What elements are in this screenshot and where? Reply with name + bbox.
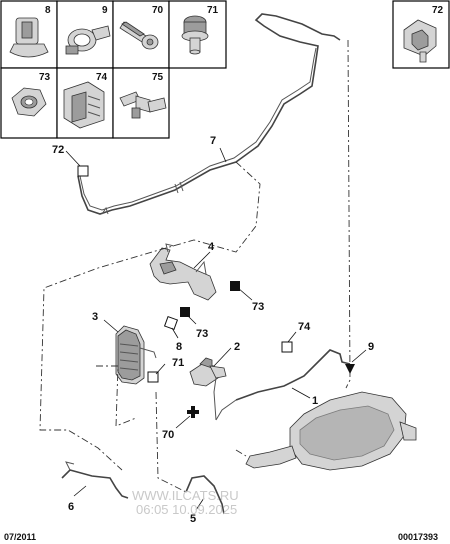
marker-8-square: [163, 315, 179, 331]
legend-cell-70[interactable]: 70: [112, 0, 170, 69]
canister-3[interactable]: [115, 325, 157, 385]
legend-cell-8[interactable]: 8: [0, 0, 58, 69]
clip-icon: [9, 17, 49, 58]
svg-text:71: 71: [207, 5, 219, 16]
svg-text:74: 74: [96, 72, 108, 83]
legend-cell-75[interactable]: 75: [112, 67, 170, 139]
clip-retainer-icon: [63, 81, 105, 129]
marker-70-cross: [187, 406, 199, 418]
callout-71: 71: [172, 357, 184, 369]
svg-text:73: 73: [39, 72, 51, 83]
marker-74-square: [281, 341, 293, 353]
callout-5: 5: [190, 513, 196, 525]
svg-text:75: 75: [152, 72, 164, 83]
muffler-1[interactable]: [215, 349, 417, 471]
callout-72: 72: [52, 144, 64, 156]
legend-cell-73[interactable]: 73: [0, 67, 58, 139]
pipe-5[interactable]: [185, 475, 225, 515]
svg-text:06:05 10.09.2025: 06:05 10.09.2025: [136, 502, 237, 517]
callout-1: 1: [312, 395, 318, 407]
marker-72-square: [77, 165, 89, 177]
legend-cell-72[interactable]: 72: [392, 0, 450, 69]
hose-clamp-icon: [65, 25, 111, 55]
legend-grid: 8 9 70: [0, 0, 227, 139]
bolt-icon: [119, 21, 159, 50]
legend-cell-74[interactable]: 74: [56, 67, 114, 139]
callout-2: 2: [234, 341, 240, 353]
callout-4: 4: [208, 241, 215, 253]
callout-70: 70: [162, 429, 174, 441]
callout-73a: 73: [252, 301, 264, 313]
callout-9: 9: [368, 341, 374, 353]
legend-cell-9[interactable]: 9: [56, 0, 114, 69]
svg-text:70: 70: [152, 5, 164, 16]
vacuum-tube-7[interactable]: [77, 13, 341, 215]
marker-9-triangle: [345, 364, 355, 374]
nut-icon: [11, 87, 47, 117]
callout-8: 8: [176, 341, 182, 353]
callout-3: 3: [92, 311, 98, 323]
svg-text:WWW.ILCATS.RU: WWW.ILCATS.RU: [132, 488, 239, 503]
svg-text:72: 72: [432, 5, 444, 16]
callout-7: 7: [210, 135, 216, 147]
footer-date: 07/2011: [4, 532, 36, 542]
tube-connector-icon: [119, 91, 167, 119]
spring-clip-icon: [403, 19, 437, 63]
callout-74: 74: [298, 321, 311, 333]
valve-2[interactable]: [189, 357, 227, 421]
legend-cell-71[interactable]: 71: [168, 0, 227, 69]
leader-lines: [65, 147, 367, 511]
watermark: WWW.ILCATS.RU 06:05 10.09.2025: [132, 488, 239, 517]
footer-ref: 00017393: [398, 532, 438, 542]
assembly-outline: [39, 39, 351, 493]
svg-text:9: 9: [102, 5, 108, 16]
marker-73b-square: [180, 307, 190, 317]
knurled-screw-icon: [181, 15, 209, 55]
callout-6: 6: [68, 501, 74, 513]
marker-73a-square: [230, 281, 240, 291]
bracket-4[interactable]: [149, 243, 217, 301]
pipe-6[interactable]: [61, 461, 129, 499]
svg-text:8: 8: [45, 5, 51, 16]
callouts: 72 7 4 73 73 3 8 71 2 74 9 1 70 6 5: [52, 135, 374, 525]
callout-73b: 73: [196, 328, 208, 340]
marker-71-square: [147, 371, 159, 383]
